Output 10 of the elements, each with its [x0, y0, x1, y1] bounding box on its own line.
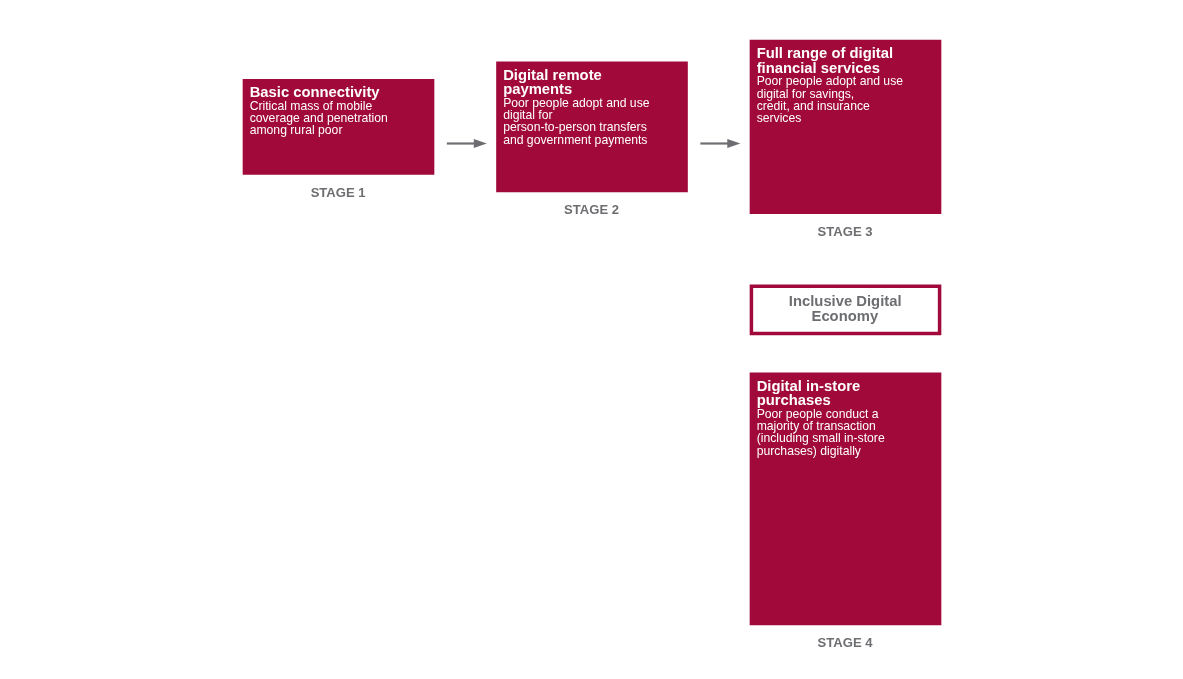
node-label: STAGE 2: [563, 202, 619, 218]
arrow: [699, 138, 740, 149]
node-box: Full range of digital financial services Poor people adopt and use digital for savings, credit, and insurance services: [749, 39, 941, 215]
node-label: STAGE 4: [817, 635, 872, 651]
node-label: STAGE 1: [310, 184, 365, 200]
node-label: STAGE 3: [817, 223, 872, 239]
node-box: Digital remote payments Poor people adopt and use digital for person-to-person transfers and government payments: [495, 61, 688, 193]
arrow: [446, 138, 487, 149]
node-box: Digital in-store purchases Poor people conduct a majority of transaction (including small in-store purchases) digitally: [749, 372, 941, 626]
node-box: Basic connectivity Critical mass of mobile coverage and penetration among rural poor: [242, 79, 434, 175]
